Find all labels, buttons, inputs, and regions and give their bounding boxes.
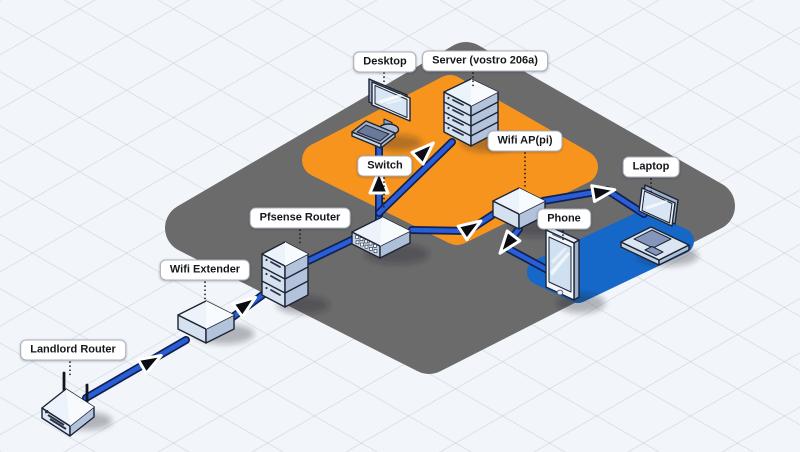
port <box>355 235 359 239</box>
label-pfsense-router[interactable]: Pfsense Router <box>249 207 351 229</box>
screen-glare <box>551 247 567 264</box>
unit-led <box>265 286 268 290</box>
unit-led <box>265 258 268 262</box>
unit-separator <box>443 121 472 137</box>
landlord-router-device[interactable] <box>41 371 95 437</box>
label-leaders <box>69 72 652 377</box>
phone-home-button <box>556 289 564 296</box>
unit-slot <box>452 109 464 116</box>
phone-speaker <box>552 233 562 239</box>
arrow <box>456 219 483 242</box>
flow-arrows <box>136 141 617 375</box>
port <box>368 241 373 246</box>
extender-top-sheen <box>206 301 234 329</box>
label-wifi-ap[interactable]: Wifi AP(pi) <box>487 130 563 152</box>
unit-slot <box>452 99 464 106</box>
label-laptop[interactable]: Laptop <box>622 156 680 178</box>
router-top-sheen <box>66 389 94 426</box>
laptop-keyboard <box>633 229 672 249</box>
phone-device[interactable] <box>545 226 580 301</box>
unit-slot <box>270 289 281 296</box>
arrow <box>410 141 435 166</box>
arrow <box>136 354 163 375</box>
unit-separator <box>470 101 499 117</box>
port <box>364 239 368 244</box>
unit-separator <box>470 111 499 127</box>
pfsense-top-sheen <box>285 242 308 266</box>
router-vent <box>49 418 67 430</box>
phone-side-face <box>573 239 580 301</box>
laptop-device[interactable] <box>620 184 690 266</box>
arrow <box>590 184 617 203</box>
port <box>360 242 364 247</box>
arrow <box>231 295 258 319</box>
unit-slot <box>452 129 464 136</box>
router-led <box>45 410 49 414</box>
wifi-ap-device[interactable] <box>492 187 546 230</box>
router-vent <box>47 414 65 426</box>
switch-device[interactable] <box>351 216 411 259</box>
port <box>359 237 364 241</box>
server-top-sheen <box>471 79 498 106</box>
port <box>355 240 360 245</box>
wire-landlord-extender <box>82 336 190 402</box>
label-desktop[interactable]: Desktop <box>353 51 417 73</box>
unit-separator <box>470 121 499 137</box>
unit-separator <box>261 280 286 294</box>
desktop-device[interactable] <box>351 78 411 149</box>
pfsense-router-device[interactable] <box>261 241 309 308</box>
keyboard-keys <box>356 124 390 142</box>
unit-separator <box>443 101 472 117</box>
screen-glare <box>645 200 668 210</box>
port <box>369 247 373 251</box>
wire-core <box>376 139 455 216</box>
wire-core <box>305 235 359 264</box>
unit-led <box>447 106 450 110</box>
label-phone[interactable]: Phone <box>537 208 591 230</box>
unit-separator <box>443 111 472 127</box>
port <box>373 249 378 253</box>
screen-glare <box>550 252 570 276</box>
label-switch[interactable]: Switch <box>357 155 413 177</box>
arrow <box>498 229 522 255</box>
screen-glare <box>386 98 403 105</box>
unit-separator <box>284 266 309 280</box>
switch-top-sheen <box>380 217 410 246</box>
wifi-extender-device[interactable] <box>177 300 235 344</box>
unit-slot <box>452 119 464 126</box>
wire-switch-server <box>375 138 456 217</box>
port <box>373 244 377 248</box>
label-landlord-router[interactable]: Landlord Router <box>20 339 126 361</box>
unit-separator <box>284 280 309 294</box>
unit-led <box>265 272 268 276</box>
label-server[interactable]: Server (vostro 206a) <box>422 50 548 72</box>
port <box>364 244 369 249</box>
label-wifi-extender[interactable]: Wifi Extender <box>159 259 251 281</box>
ap-top-sheen <box>519 188 545 214</box>
unit-led <box>447 126 450 130</box>
unit-led <box>447 116 450 120</box>
unit-separator <box>261 266 286 280</box>
screen-glare <box>377 94 404 104</box>
laptop-trackpad <box>644 246 664 256</box>
unit-led <box>447 96 450 100</box>
wire-core <box>83 337 189 401</box>
unit-slot <box>270 261 281 268</box>
laptop-screen <box>641 190 673 224</box>
wire-pfsense-switch <box>304 234 360 265</box>
unit-slot <box>270 275 281 282</box>
